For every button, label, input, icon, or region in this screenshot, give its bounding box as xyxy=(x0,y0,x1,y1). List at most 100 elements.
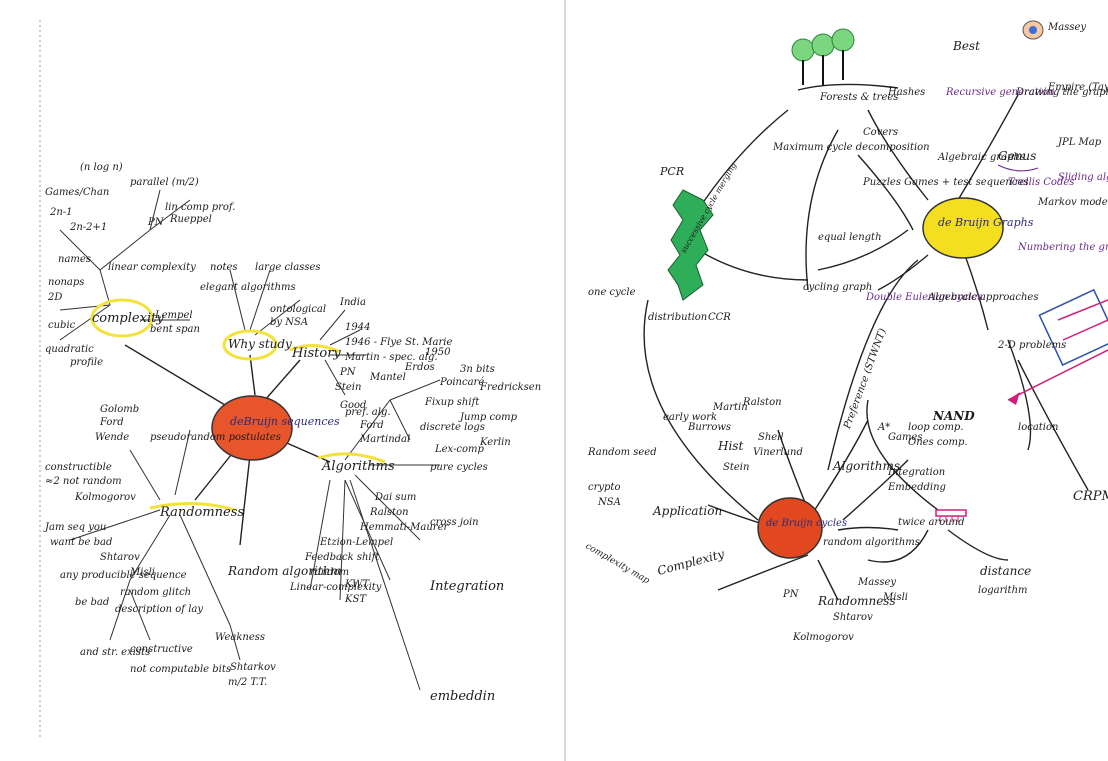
page-divider xyxy=(564,0,566,761)
label-stein-r: Stein xyxy=(723,462,749,473)
label-jam-seq: Jam seq you xyxy=(43,522,106,533)
label-complexity-r: Complexity xyxy=(656,547,726,578)
label-2n-1: 2n-1 xyxy=(49,207,73,218)
label-preference: Preference (STWNT) xyxy=(842,327,889,431)
label-integration: Integration xyxy=(429,579,504,594)
label-random-glitch: random glitch xyxy=(120,587,191,598)
label-jpl-map: JPL Map xyxy=(1056,137,1102,148)
label-ford: Ford xyxy=(359,420,384,431)
label-embedding: Embedding xyxy=(887,482,946,493)
label-ccr: CCR xyxy=(708,312,731,323)
label-parallel: parallel (m/2) xyxy=(130,177,199,188)
label-by-nsa: by NSA xyxy=(270,317,308,328)
label-misli: Misli xyxy=(129,567,155,578)
label-2d-problems: 2-D problems xyxy=(997,340,1066,351)
label-cycling-graph: cycling graph xyxy=(803,282,872,293)
label-pcr: PCR xyxy=(659,165,684,178)
label-numbering-graph: Numbering the graph xyxy=(1017,242,1108,253)
label-pn-r: PN xyxy=(782,589,800,600)
label-names: names xyxy=(58,254,91,265)
label-nsa: NSA xyxy=(597,497,621,508)
label-pseudorandom: pseudorandom postulates xyxy=(150,432,281,443)
label-cubic: cubic xyxy=(48,320,76,331)
label-elegant-algorithms: elegant algorithms xyxy=(200,282,296,293)
label-distance: distance xyxy=(980,564,1031,578)
label-drawing-graph: Drawing the graph xyxy=(1015,87,1108,98)
label-kolmogorov-r: Kolmogorov xyxy=(792,632,854,643)
left-mind-map: deBruijn sequences complexity Why study … xyxy=(0,0,562,761)
label-random-seed: Random seed xyxy=(587,447,657,458)
label-any-producible: any producible sequence xyxy=(60,570,187,581)
label-pref-alg: pref. alg. xyxy=(345,407,391,418)
label-rueppel: Rueppel xyxy=(169,214,212,225)
label-random: random xyxy=(310,567,349,578)
label-hashes: Hashes xyxy=(887,87,925,98)
label-misli-r: Misli xyxy=(882,592,908,603)
label-nonaps: nonaps xyxy=(48,277,84,288)
label-india: India xyxy=(339,297,366,308)
label-genus: Genus xyxy=(998,149,1036,163)
label-dai-sum: Dai sum xyxy=(374,492,416,503)
label-mantel: Mantel xyxy=(369,372,406,383)
label-logarithm: logarithm xyxy=(978,585,1028,596)
label-1944: 1944 xyxy=(345,322,370,333)
label-poincare: Poincaré xyxy=(439,377,484,388)
left-mind-map-page: deBruijn sequences complexity Why study … xyxy=(0,0,562,761)
label-fixup-shift: Fixup shift xyxy=(424,397,480,408)
label-loop-comp: loop comp. xyxy=(908,422,964,433)
label-distribution: distribution xyxy=(648,312,707,323)
label-vinerlund: Vinerlund xyxy=(753,447,803,458)
label-shtarov: Shtarov xyxy=(100,552,140,563)
label-large-classes: large classes xyxy=(255,262,321,273)
label-profile: profile xyxy=(70,357,103,368)
label-equal-length: equal length xyxy=(818,232,882,243)
label-fredricksen: Fredricksen xyxy=(479,382,541,393)
label-be-bad: be bad xyxy=(75,597,109,608)
label-discrete-logs: discrete logs xyxy=(420,422,485,433)
label-not-computable: not computable bits xyxy=(130,664,231,675)
branch-history: History xyxy=(291,346,341,361)
label-bent-span: bent span xyxy=(150,324,200,335)
cycles-center-label: de Bruijn cycles xyxy=(766,518,847,529)
massey-eye-icon xyxy=(1023,21,1043,39)
label-shell: Shell xyxy=(758,432,784,443)
label-description: description of lay xyxy=(115,604,203,615)
label-and-str-exists: and str. exists xyxy=(80,647,150,658)
label-crpm: CRPM xyxy=(1073,489,1108,504)
label-wende: Wende xyxy=(95,432,129,443)
label-ralston-r: Ralston xyxy=(742,397,782,408)
label-lempel: Lempel xyxy=(154,310,193,321)
label-ones-comp: Ones comp. xyxy=(908,437,968,448)
label-shtarkov: Shtarkov xyxy=(230,662,276,673)
label-martindal: Martindal xyxy=(359,434,410,445)
label-shtarov-r: Shtarov xyxy=(833,612,873,623)
left-center-node: deBruijn sequences xyxy=(212,396,340,460)
branch-algorithms: Algorithms xyxy=(321,459,395,474)
label-history-pn: PN xyxy=(339,367,357,378)
label-ralston: Ralston xyxy=(369,507,409,518)
label-forests-trees: Forests & trees xyxy=(819,92,898,103)
label-burrows: Burrows xyxy=(687,422,731,433)
label-lin-comp-prof: lin comp prof. xyxy=(165,202,235,213)
label-games-chan: Games/Chan xyxy=(45,187,109,198)
left-center-label: deBruijn sequences xyxy=(230,415,340,428)
label-sliding-algorithm: Sliding algorithm xyxy=(1058,172,1108,183)
label-3n-bits: 3n bits xyxy=(460,364,495,375)
label-markov-model: Markov model xyxy=(1037,197,1108,208)
right-mind-map: de Bruijn Graphs de Bruijn cycles xyxy=(568,0,1108,761)
label-nlogn: (n log n) xyxy=(80,162,123,173)
label-ford-r: Ford xyxy=(99,417,124,428)
label-2n-2: 2n-2+1 xyxy=(69,222,107,233)
label-cross-join: cross join xyxy=(430,517,479,528)
label-crypto: crypto xyxy=(588,482,620,493)
label-kolmogorov: Kolmogorov xyxy=(74,492,136,503)
label-max-cycle-decomp: Maximum cycle decomposition xyxy=(772,142,930,153)
label-feedback-shift: Feedback shift xyxy=(304,552,380,563)
label-hist: Hist xyxy=(717,439,743,453)
label-embeddin: embeddin xyxy=(430,689,495,704)
label-application: Application xyxy=(652,504,722,518)
branch-why-study: Why study xyxy=(228,337,292,351)
label-ontological: ontological xyxy=(270,304,326,315)
label-notes: notes xyxy=(210,262,238,273)
label-random-algorithms: random algorithms xyxy=(823,537,920,548)
